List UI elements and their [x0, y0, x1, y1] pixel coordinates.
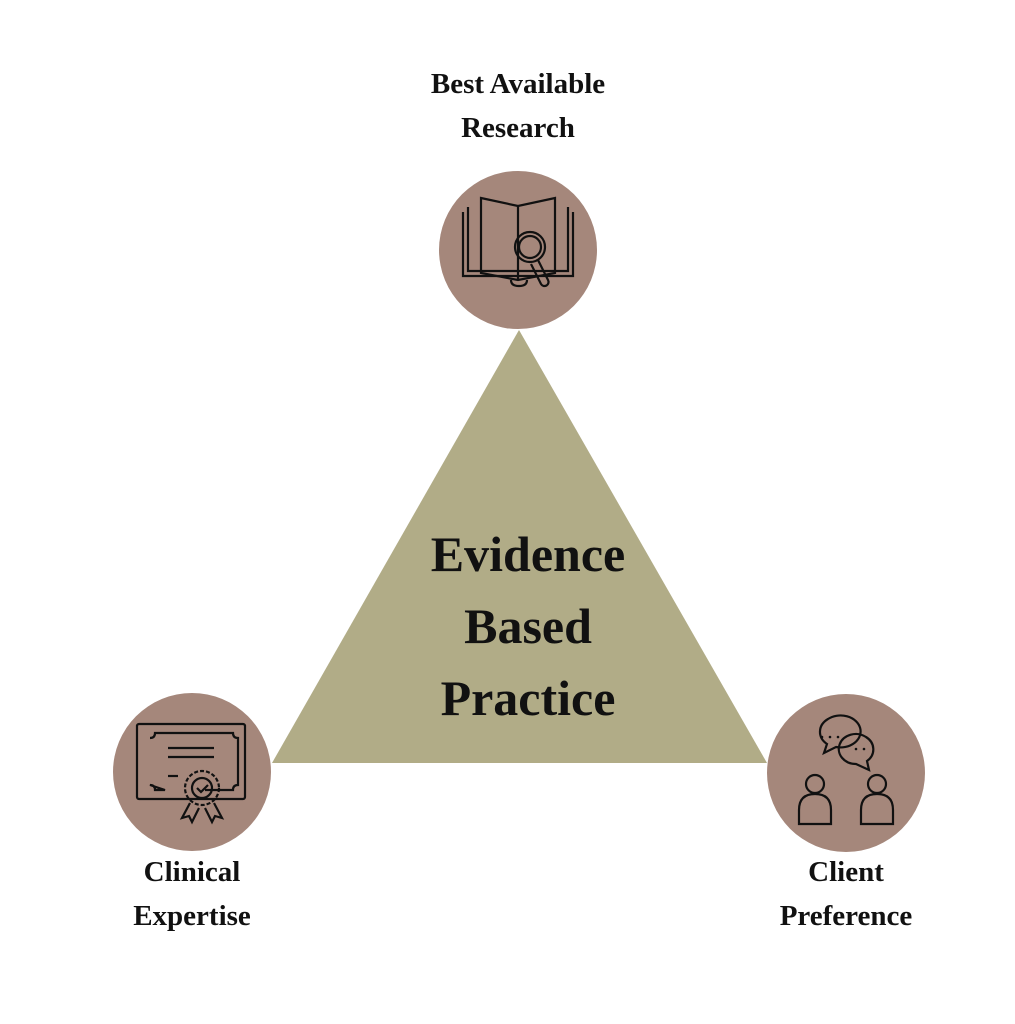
- clinical-node: [113, 693, 271, 851]
- client-label: Client Preference: [726, 850, 966, 938]
- research-label: Best Available Research: [368, 62, 668, 150]
- certificate-icon: [135, 722, 247, 825]
- clinical-label-line2: Expertise: [133, 900, 251, 932]
- clinical-label-line1: Clinical: [143, 856, 241, 888]
- center-title-line3: Practice: [440, 670, 616, 726]
- triangle: [272, 330, 767, 763]
- center-title-line1: Evidence: [430, 526, 626, 582]
- clinical-label: Clinical Expertise: [72, 850, 312, 938]
- center-title-line2: Based: [464, 598, 592, 654]
- client-node: [767, 694, 925, 852]
- client-label-line2: Preference: [779, 900, 913, 932]
- client-label-line1: Client: [808, 856, 884, 888]
- people-conversation-icon: [797, 714, 895, 826]
- center-title: Evidence Based Practice: [380, 518, 676, 734]
- research-node: [439, 171, 597, 329]
- book-magnifier-icon: [461, 196, 575, 288]
- research-label-line1: Best Available: [430, 68, 606, 100]
- research-label-line2: Research: [461, 112, 575, 144]
